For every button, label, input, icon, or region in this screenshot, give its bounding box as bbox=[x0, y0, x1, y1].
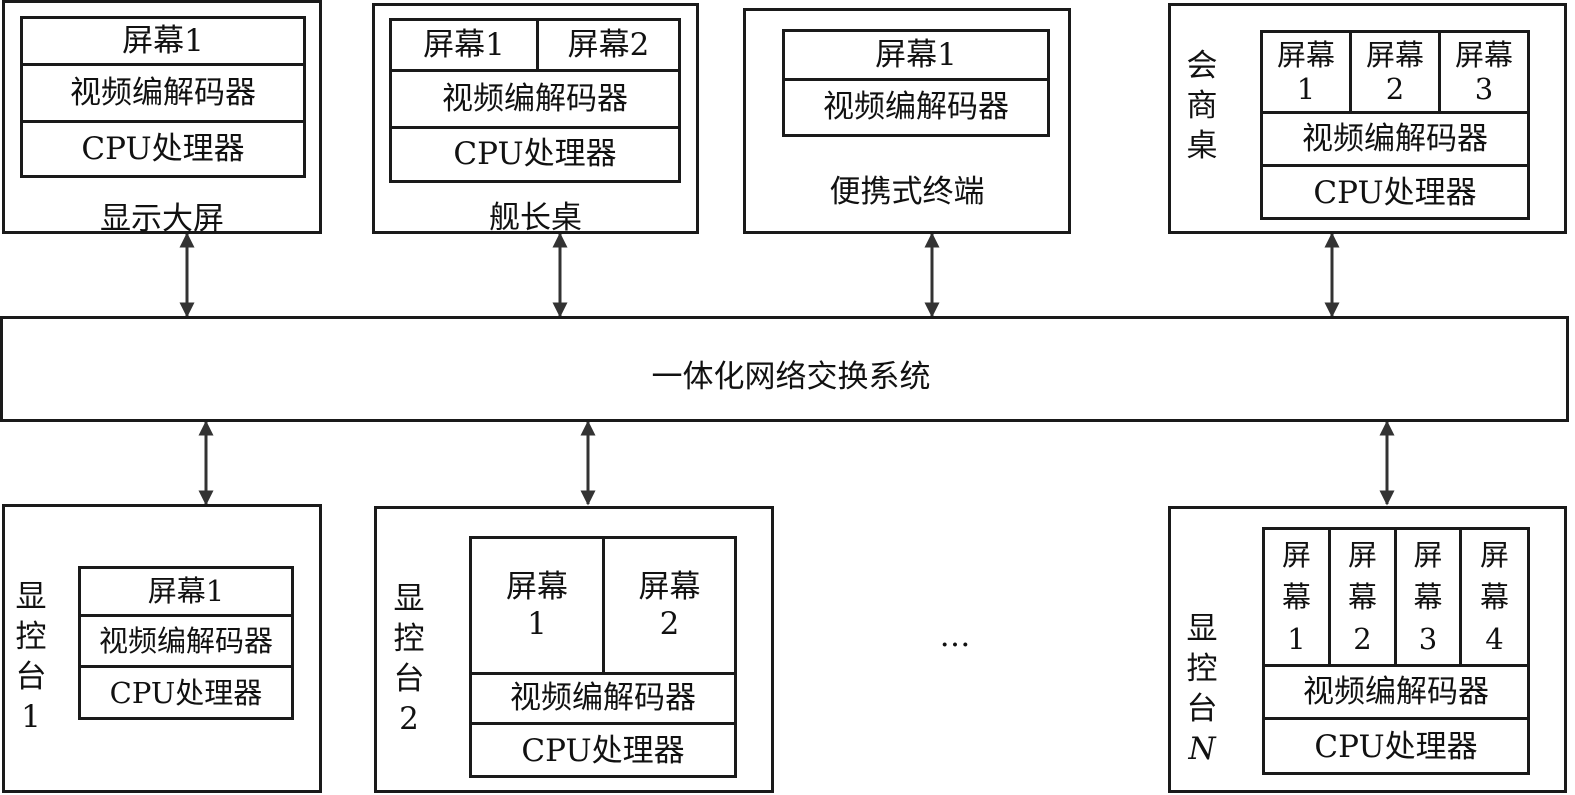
meeting-desk-screen-2: 屏幕 2 bbox=[1365, 37, 1424, 106]
display-screen-label: 显示大屏 bbox=[100, 201, 224, 237]
display-screen-stack: 屏幕1 视频编解码器 CPU处理器 bbox=[20, 16, 306, 178]
captain-desk-stack: 屏幕1 屏幕2 视频编解码器 CPU处理器 bbox=[389, 18, 681, 183]
consoleN-label: 显控台 N bbox=[1184, 569, 1220, 769]
captain-desk-cpu: CPU处理器 bbox=[453, 136, 617, 173]
meeting-desk-label: 会商桌 bbox=[1186, 48, 1218, 164]
consoleN-cpu: CPU处理器 bbox=[1314, 728, 1478, 765]
console2-screen-1: 屏幕 1 bbox=[506, 568, 568, 642]
consoleN-screen-1: 屏 幕 1 bbox=[1281, 537, 1311, 657]
consoleN-stack: 屏 幕 1 屏 幕 2 屏 幕 3 屏 幕 4 视频编解码器 CPU处理器 bbox=[1262, 527, 1530, 775]
console2-stack: 屏幕 1 屏幕 2 视频编解码器 CPU处理器 bbox=[469, 536, 737, 778]
console1-stack: 屏幕1 视频编解码器 CPU处理器 bbox=[78, 566, 294, 720]
consoleN-label-prefix: 显控台 bbox=[1186, 611, 1218, 727]
consoleN-screen-3: 屏 幕 3 bbox=[1413, 537, 1443, 657]
console2-box: 显控台2 屏幕 1 屏幕 2 视频编解码器 CPU处理器 bbox=[374, 506, 774, 793]
portable-terminal-stack: 屏幕1 视频编解码器 bbox=[782, 29, 1050, 137]
console2-cpu: CPU处理器 bbox=[521, 732, 685, 769]
ellipsis: … bbox=[939, 618, 971, 654]
console1-codec: 视频编解码器 bbox=[98, 623, 273, 658]
consoleN-screen-2: 屏 幕 2 bbox=[1347, 537, 1377, 657]
consoleN-label-suffix: N bbox=[1188, 731, 1216, 767]
consoleN-codec: 视频编解码器 bbox=[1303, 673, 1489, 710]
console1-cpu: CPU处理器 bbox=[109, 676, 263, 711]
portable-terminal-label: 便携式终端 bbox=[829, 174, 985, 210]
meeting-desk-box: 会商桌 屏幕 1 屏幕 2 屏幕 3 视频编解码器 CPU处理器 bbox=[1168, 3, 1567, 234]
console2-label: 显控台2 bbox=[393, 581, 425, 737]
display-screen-box: 屏幕1 视频编解码器 CPU处理器 显示大屏 bbox=[2, 0, 322, 237]
meeting-desk-stack: 屏幕 1 屏幕 2 屏幕 3 视频编解码器 CPU处理器 bbox=[1260, 30, 1530, 220]
console1-label: 显控台1 bbox=[15, 579, 47, 735]
display-screen-codec: 视频编解码器 bbox=[70, 74, 256, 111]
portable-terminal-codec: 视频编解码器 bbox=[823, 89, 1009, 126]
console1-screen1: 屏幕1 bbox=[147, 574, 225, 609]
consoleN-box: 显控台 N 屏 幕 1 屏 幕 2 屏 幕 3 屏 幕 4 视频编解码器 CPU处… bbox=[1168, 506, 1567, 793]
captain-desk-screen1: 屏幕1 bbox=[423, 26, 505, 63]
portable-terminal-box: 屏幕1 视频编解码器 便携式终端 bbox=[743, 8, 1071, 234]
network-switch-box: 一体化网络交换系统 bbox=[0, 316, 1569, 422]
console2-codec: 视频编解码器 bbox=[510, 680, 696, 717]
captain-desk-codec: 视频编解码器 bbox=[442, 80, 628, 117]
captain-desk-box: 屏幕1 屏幕2 视频编解码器 CPU处理器 舰长桌 bbox=[372, 3, 699, 236]
captain-desk-label: 舰长桌 bbox=[489, 200, 582, 236]
meeting-desk-codec: 视频编解码器 bbox=[1302, 120, 1488, 157]
display-screen-cpu: CPU处理器 bbox=[81, 130, 245, 167]
display-screen-screen1: 屏幕1 bbox=[122, 22, 204, 59]
console1-box: 显控台1 屏幕1 视频编解码器 CPU处理器 bbox=[2, 504, 322, 793]
meeting-desk-screen-1: 屏幕 1 bbox=[1276, 37, 1335, 106]
consoleN-screen-4: 屏 幕 4 bbox=[1479, 537, 1509, 657]
portable-terminal-screen1: 屏幕1 bbox=[875, 36, 957, 73]
captain-desk-screen2: 屏幕2 bbox=[567, 26, 650, 63]
console2-screen-2: 屏幕 2 bbox=[638, 568, 701, 642]
meeting-desk-screen-3: 屏幕 3 bbox=[1454, 37, 1513, 106]
network-switch-label: 一体化网络交换系统 bbox=[651, 359, 931, 395]
meeting-desk-cpu: CPU处理器 bbox=[1313, 174, 1477, 211]
